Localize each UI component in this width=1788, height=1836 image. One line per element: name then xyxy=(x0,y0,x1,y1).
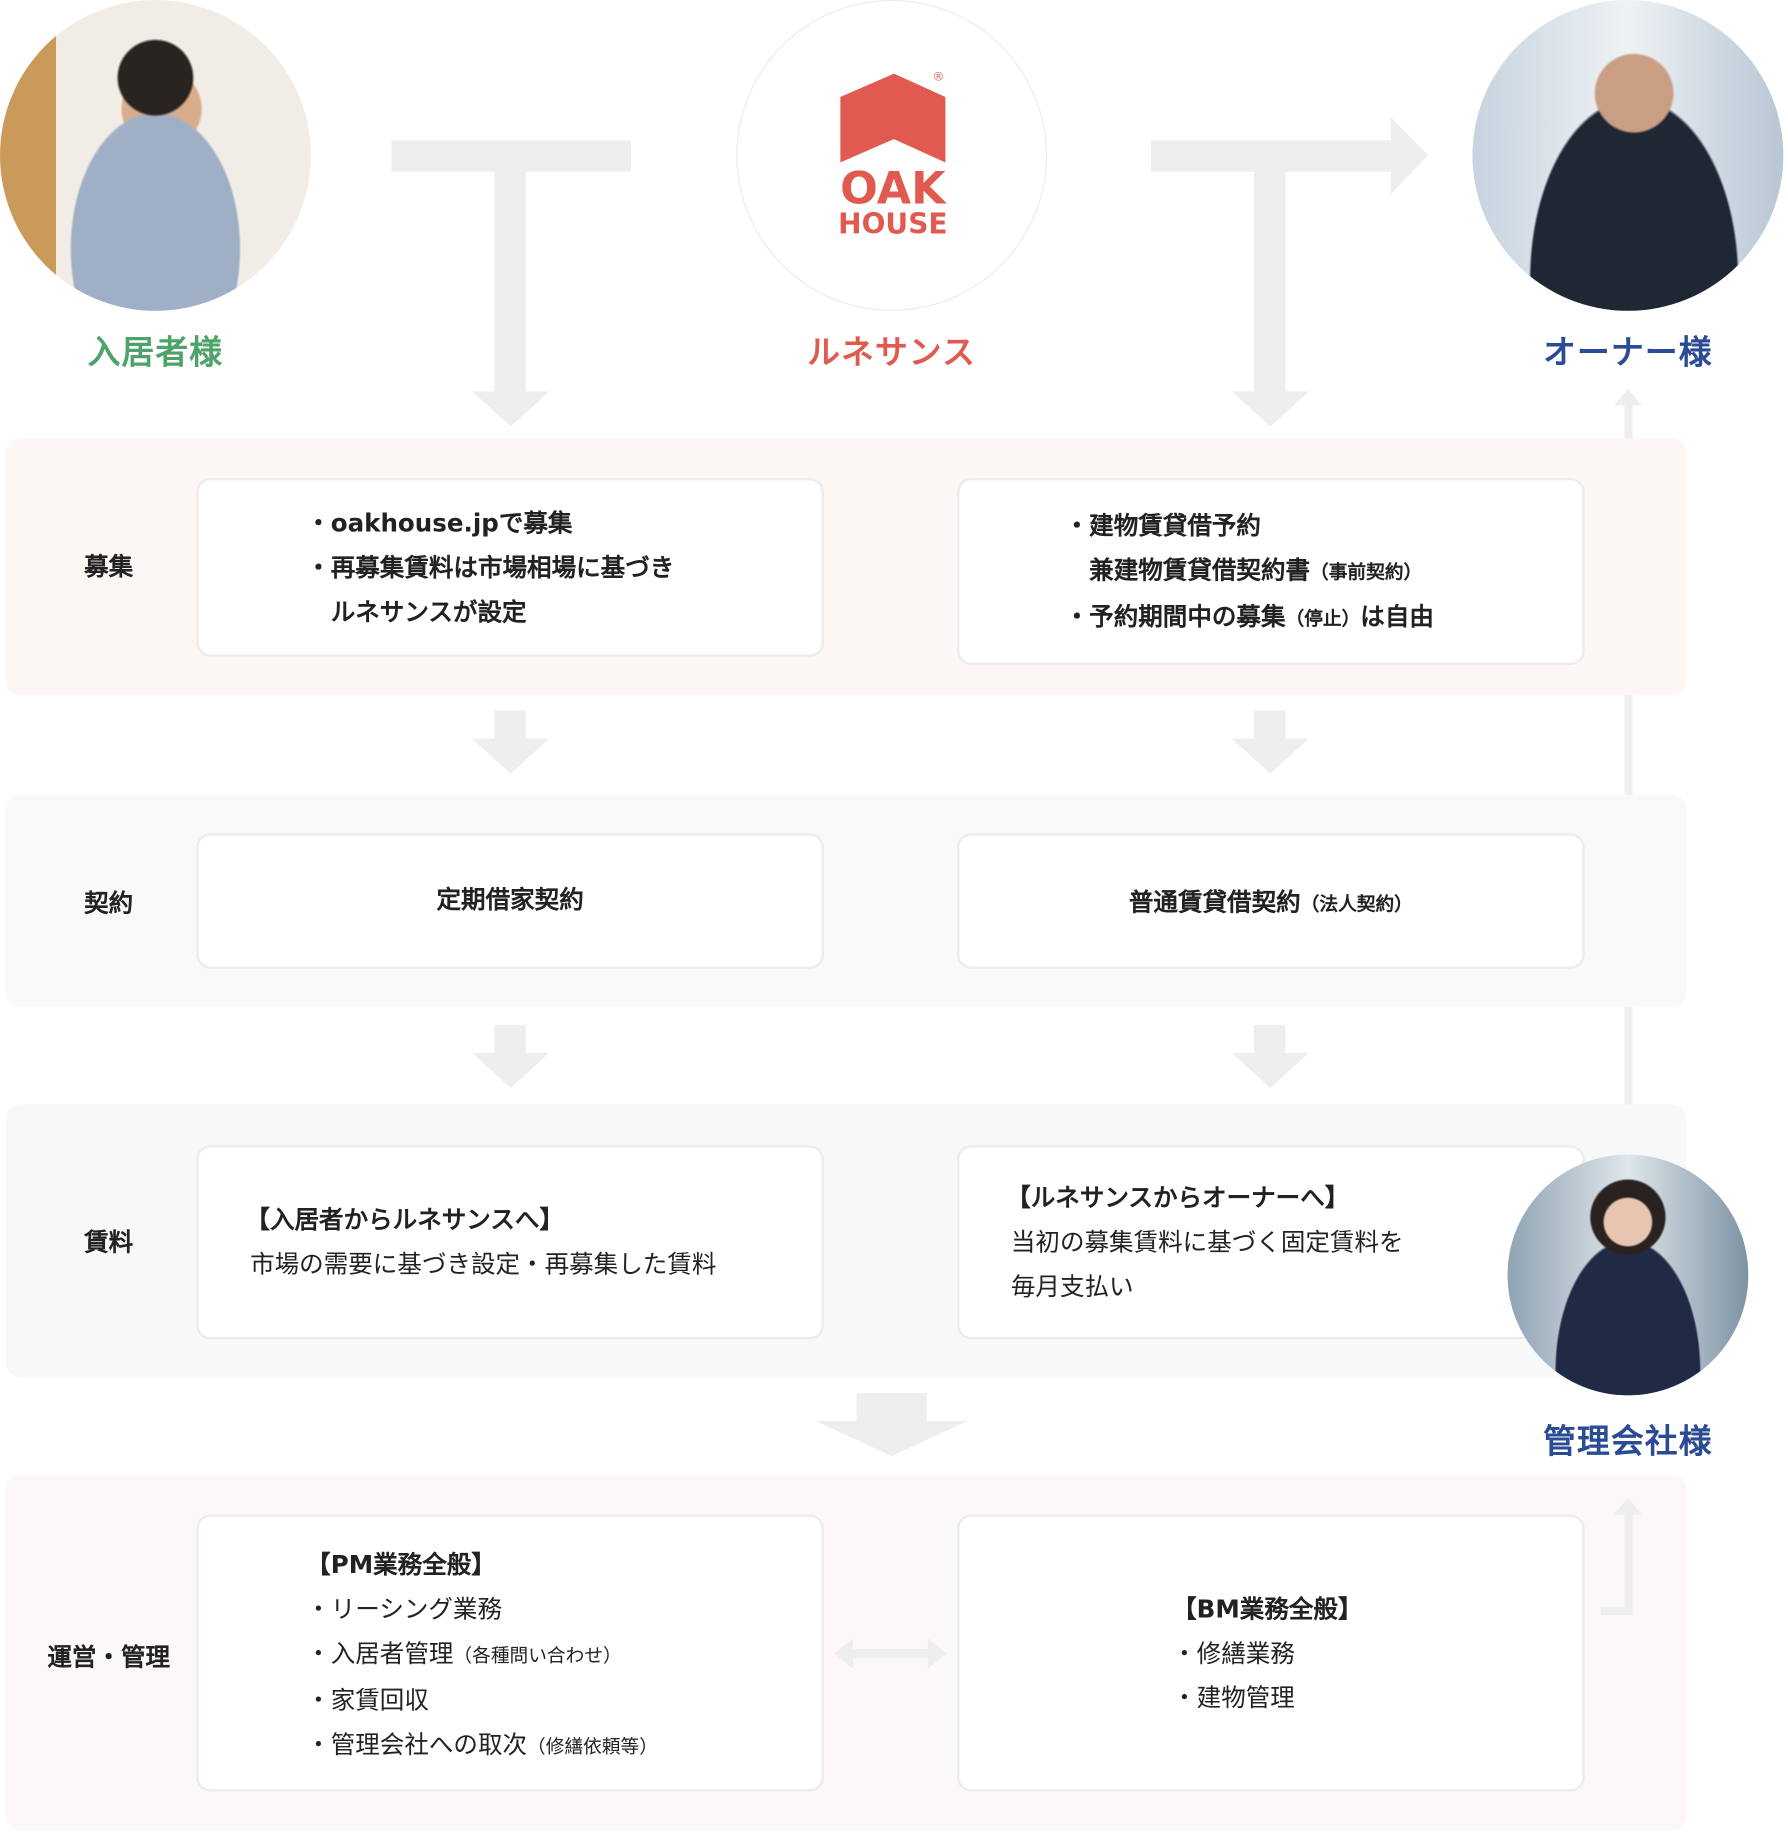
section-label: 募集 xyxy=(84,552,134,581)
manager-photo-overlay xyxy=(1507,1154,1749,1396)
logo-registered-mark: ® xyxy=(932,71,945,85)
text-title: 【ルネサンスからオーナーへ】 xyxy=(1006,1183,1350,1212)
contract-right-box: 普通賃貸借契約（法人契約） xyxy=(957,833,1585,969)
arrow-stem xyxy=(1253,710,1286,739)
section-label: 運営・管理 xyxy=(47,1643,171,1672)
arrow-bar xyxy=(391,140,632,172)
double-arrow-icon xyxy=(834,1638,947,1669)
text-line: 普通賃貸借契約 xyxy=(1128,888,1301,917)
arrow-up-icon xyxy=(1613,1498,1642,1515)
list-item: ・リーシング業務 xyxy=(306,1595,503,1624)
recruit-right-box: ・建物賃貸借予約 兼建物賃貸借契約書（事前契約） ・予約期間中の募集（停止）は自… xyxy=(957,477,1585,665)
arrow-down-icon xyxy=(472,1052,550,1088)
logo-text-house: HOUSE xyxy=(838,208,948,241)
section-label: 賃料 xyxy=(84,1228,134,1257)
role-company: ルネサンス xyxy=(807,333,977,372)
oakhouse-logo-icon xyxy=(840,73,946,163)
arrow-stem xyxy=(1253,171,1286,392)
arrow-down-icon xyxy=(1231,1052,1309,1088)
arrow-down-icon xyxy=(1231,738,1309,774)
arrow-stem xyxy=(856,1393,927,1422)
text-note: （停止） xyxy=(1285,607,1361,630)
arrow-up-icon xyxy=(1613,389,1642,406)
section-label: 契約 xyxy=(84,889,134,918)
arrow-stem xyxy=(494,171,526,392)
arrow-down-icon xyxy=(472,738,550,774)
text-title: 【入居者からルネサンスへ】 xyxy=(245,1206,564,1235)
role-owner: オーナー様 xyxy=(1543,333,1713,372)
text-line: ・oakhouse.jpで募集 xyxy=(306,509,573,538)
list-item: ・建物管理 xyxy=(1172,1683,1295,1713)
rent-left-box: 【入居者からルネサンスへ】 市場の需要に基づき設定・再募集した賃料 xyxy=(196,1145,824,1340)
text-note: （法人契約） xyxy=(1300,892,1413,916)
text-title: 【BM業務全般】 xyxy=(1172,1595,1363,1624)
manager-connector-line xyxy=(1624,1512,1633,1616)
text-line: ・建物賃貸借予約 xyxy=(1064,511,1261,540)
text-line: 市場の需要に基づき設定・再募集した賃料 xyxy=(250,1250,717,1279)
contract-left-box: 定期借家契約 xyxy=(196,833,824,969)
text-title: 【PM業務全般】 xyxy=(306,1550,496,1579)
list-item: ・修繕業務 xyxy=(1172,1639,1295,1668)
text-line: ・再募集賃料は市場相場に基づき xyxy=(306,553,675,582)
rent-right-box: 【ルネサンスからオーナーへ】 当初の募集賃料に基づく固定賃料を 毎月支払い xyxy=(957,1145,1585,1340)
text-line: 当初の募集賃料に基づく固定賃料を xyxy=(1010,1228,1404,1257)
text-note: （修繕依頼等） xyxy=(527,1735,658,1758)
text-line: ・予約期間中の募集 xyxy=(1064,603,1286,632)
text-line: は自由 xyxy=(1360,603,1434,632)
tenant-photo xyxy=(0,0,311,311)
text-line: 定期借家契約 xyxy=(436,885,584,914)
arrow-bar xyxy=(1151,140,1391,172)
list-item: ・入居者管理 xyxy=(306,1639,454,1668)
text-line: 毎月支払い xyxy=(1010,1272,1134,1301)
arrow-right-icon xyxy=(1390,116,1429,194)
arrow-down-icon xyxy=(472,391,550,427)
owner-connector-line xyxy=(1624,403,1633,1117)
operation-left-box: 【PM業務全般】 ・リーシング業務 ・入居者管理（各種問い合わせ） ・家賃回収 … xyxy=(196,1514,824,1792)
list-item: ・家賃回収 xyxy=(306,1686,429,1715)
recruit-left-box: ・oakhouse.jpで募集 ・再募集賃料は市場相場に基づき ルネサンスが設定 xyxy=(196,477,824,657)
arrow-stem xyxy=(1253,1024,1286,1053)
manager-connector-branch xyxy=(1601,1606,1627,1616)
logo-circle: ® OAK HOUSE xyxy=(736,0,1048,311)
text-note: （各種問い合わせ） xyxy=(453,1644,622,1667)
arrow-down-icon xyxy=(815,1421,968,1457)
owner-photo xyxy=(1472,0,1784,311)
text-note: （事前契約） xyxy=(1310,560,1423,584)
text-line: 兼建物賃貸借契約書 xyxy=(1064,556,1311,585)
arrow-stem xyxy=(494,710,526,739)
list-item: ・管理会社への取次 xyxy=(306,1730,528,1759)
role-manager: 管理会社様 xyxy=(1543,1422,1713,1461)
arrow-down-icon xyxy=(1231,391,1309,427)
logo-text-oak: OAK xyxy=(840,162,946,214)
text-line: ルネサンスが設定 xyxy=(306,598,527,627)
operation-right-box: 【BM業務全般】 ・修繕業務 ・建物管理 xyxy=(957,1514,1585,1792)
role-tenant: 入居者様 xyxy=(87,333,224,372)
arrow-stem xyxy=(494,1024,526,1053)
